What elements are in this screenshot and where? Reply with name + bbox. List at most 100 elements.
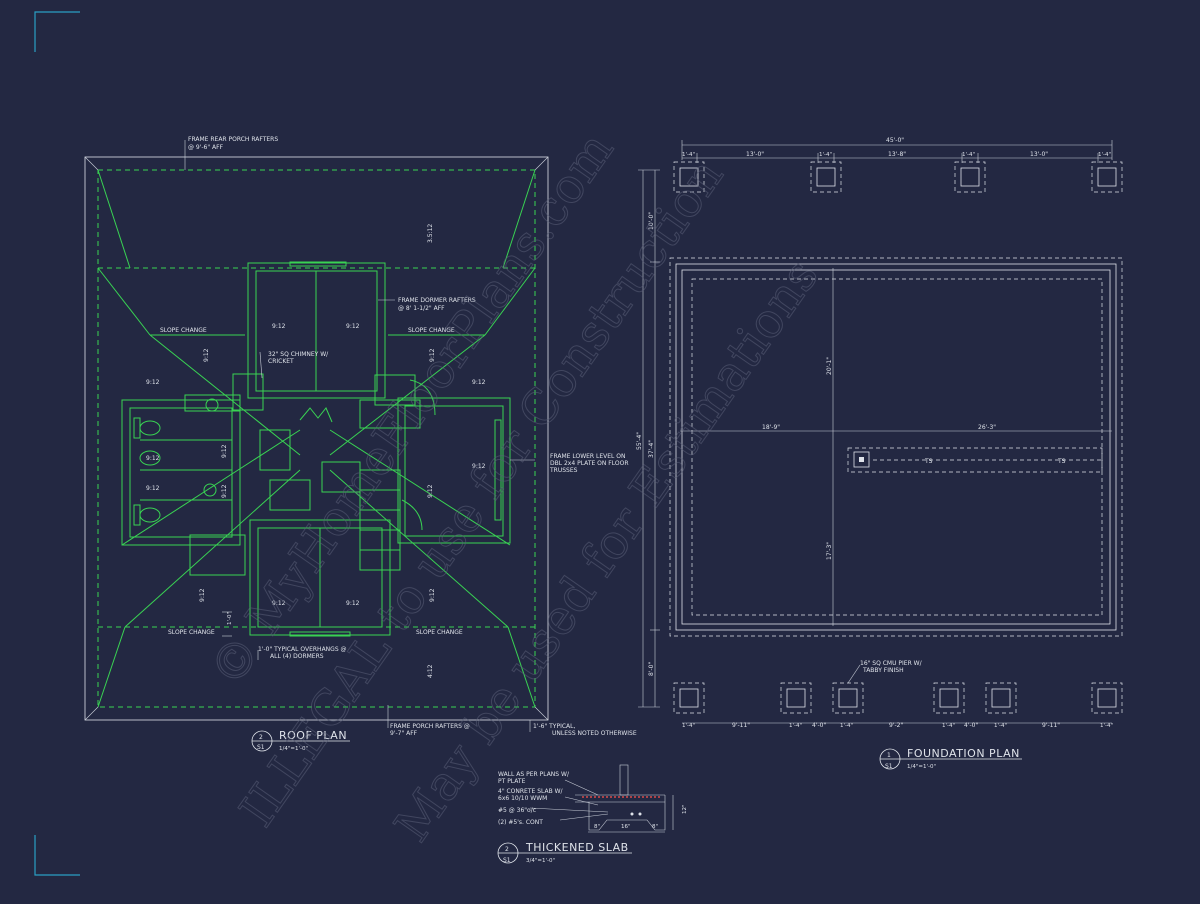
roof-plan-title-text: ROOF PLAN [279,729,347,742]
slab-note-wall-1: WALL AS PER PLANS W/ [498,771,570,778]
overhang-dim: 1'-0" [227,612,233,625]
note-lower-level-3: TRUSSES [549,467,578,474]
ts-label: TS [924,458,933,465]
dim-pier: 1'-4" [994,723,1007,729]
pier-row-bottom [673,682,1123,714]
note-rear-porch-height: @ 9'-6" AFF [188,144,224,151]
slab-dim: 16" [621,824,631,830]
slope-change-label: SLOPE CHANGE [168,629,215,636]
pitch-label: 9:12 [146,379,160,386]
note-chimney-2: CRICKET [268,358,294,365]
foundation-plan-title-text: FOUNDATION PLAN [907,747,1020,760]
note-overhang-2: ALL (4) DORMERS [270,653,324,660]
pitch-label: 9:12 [146,485,160,492]
dim-span: 9'-11" [732,722,750,729]
slab-note-wall-2: PT PLATE [498,778,526,785]
note-typical-1: 1'-6" TYPICAL, [533,723,575,730]
pitch-label: 9:12 [472,379,486,386]
foundation-plan-scale: 1/4"=1'-0" [907,764,936,770]
slab-note-slab-1: 4" CONRETE SLAB W/ [498,788,564,795]
foundation-plan: 45'-0" 1'-4" 13'-0" 1'-4" 13'-8" 1'-4" 1… [636,137,1123,770]
dim-left-overall: 55'-4" [636,432,643,450]
ts-label: TS [1057,458,1066,465]
dim-pier: 1'-4" [682,723,695,729]
roof-plan-scale: 1/4"=1'-0" [279,746,308,752]
dim-left-bottom: 8'-0" [648,662,655,676]
pitch-label: 9:12 [472,463,486,470]
dim-span: 4'-0" [964,722,978,729]
pier-note-2: TABBY FINISH [862,667,904,674]
foundation-sheet-id: S1 [885,763,893,770]
note-porch-1: FRAME PORCH RAFTERS @ [390,723,470,730]
note-lower-level-2: DBL 2x4 PLATE ON FLOOR [550,460,629,467]
dim-inner-h2: 26'-3" [978,424,996,431]
pier-row-top [673,161,1123,193]
slope-change-label: SLOPE CHANGE [408,327,455,334]
pitch-label: 9:12 [203,348,210,362]
note-typical-2: UNLESS NOTED OTHERWISE [552,730,637,737]
thickened-slab-detail: WALL AS PER PLANS W/ PT PLATE 4" CONRETE… [497,764,688,864]
note-overhang-1: 1'-0" TYPICAL OVERHANGS @ [258,646,347,653]
wall-line-dashed [97,169,536,708]
watermark: © MyHomeFloorPlans.com ILLEGAL to use fo… [198,122,830,852]
hip-lines [97,169,536,708]
pitch-label: 9:12 [221,444,228,458]
roof-sheet-id: S1 [257,744,265,751]
slab-note-slab-2: 6x6 10/10 WWM [498,795,547,802]
leader-lines [184,140,535,732]
pitch-label: 9:12 [346,600,360,607]
dim-pier: 1'-4" [819,152,832,158]
slab-section [529,764,674,833]
corner-mark-bottom-left [34,835,80,876]
note-porch-2: 9'-7" AFF [390,730,418,737]
pitch-label: 9:12 [272,323,286,330]
slab [669,257,1123,637]
pitch-label: 9:12 [272,600,286,607]
dim-pier: 1'-4" [1100,723,1113,729]
thickened-slab-title-text: THICKENED SLAB [525,841,629,854]
slab-note-rebar: #5 @ 36"o/c [498,807,536,814]
dim-pier: 1'-4" [942,723,955,729]
pier-note-1: 16" SQ CMU PIER W/ [860,660,923,667]
pitch-label: 9:12 [199,588,206,602]
note-rear-porch: FRAME REAR PORCH RAFTERS [188,136,278,143]
pitch-label: 9:12 [427,484,434,498]
roof-plan: FRAME REAR PORCH RAFTERS @ 9'-6" AFF FRA… [84,136,637,752]
dim-pier: 1'-4" [789,723,802,729]
dormer-top [247,261,386,399]
pitch-label: 9:12 [346,323,360,330]
roof-sheet-num: 2 [259,734,263,741]
dim-span: 4'-0" [812,722,826,729]
dim-overall-width: 45'-0" [886,137,904,144]
pitch-label: 9:12 [221,484,228,498]
pitch-label: 9:12 [146,455,160,462]
pitch-label: 9:12 [429,348,436,362]
note-dormer: FRAME DORMER RAFTERS [398,297,476,304]
slab-dim: 12" [682,804,688,814]
wing-left [121,394,246,576]
note-dormer-height: @ 8' 1-1/2" AFF [398,305,445,312]
pitch-label: 3.5:12 [427,224,434,243]
dim-inner-v1: 20'-1" [826,357,833,375]
slab-sheet-id: S1 [503,857,511,864]
foundation-plan-title: 1 S1 FOUNDATION PLAN 1/4"=1'-0" [879,747,1022,770]
dim-pier: 1'-4" [1098,152,1111,158]
note-lower-level-1: FRAME LOWER LEVEL ON [550,453,626,460]
dim-span: 13'-8" [888,151,906,158]
dim-pier: 1'-4" [962,152,975,158]
dim-left-top: 10'-0" [648,212,655,230]
dim-span: 9'-11" [1042,722,1060,729]
roof-outline [84,156,549,721]
slab-dim: 8" [594,824,600,830]
foundation-sheet-num: 1 [887,752,891,759]
note-chimney: 32" SQ CHIMNEY W/ [268,351,329,358]
corner-mark-top-left [34,11,80,52]
dim-inner-h1: 18'-9" [762,424,780,431]
dim-span: 13'-0" [1030,151,1048,158]
dim-span: 13'-0" [746,151,764,158]
thickened-slab-title: 2 S1 THICKENED SLAB 3/4"=1'-0" [497,841,632,864]
slope-change-label: SLOPE CHANGE [160,327,207,334]
pitch-label: 9:12 [429,588,436,602]
